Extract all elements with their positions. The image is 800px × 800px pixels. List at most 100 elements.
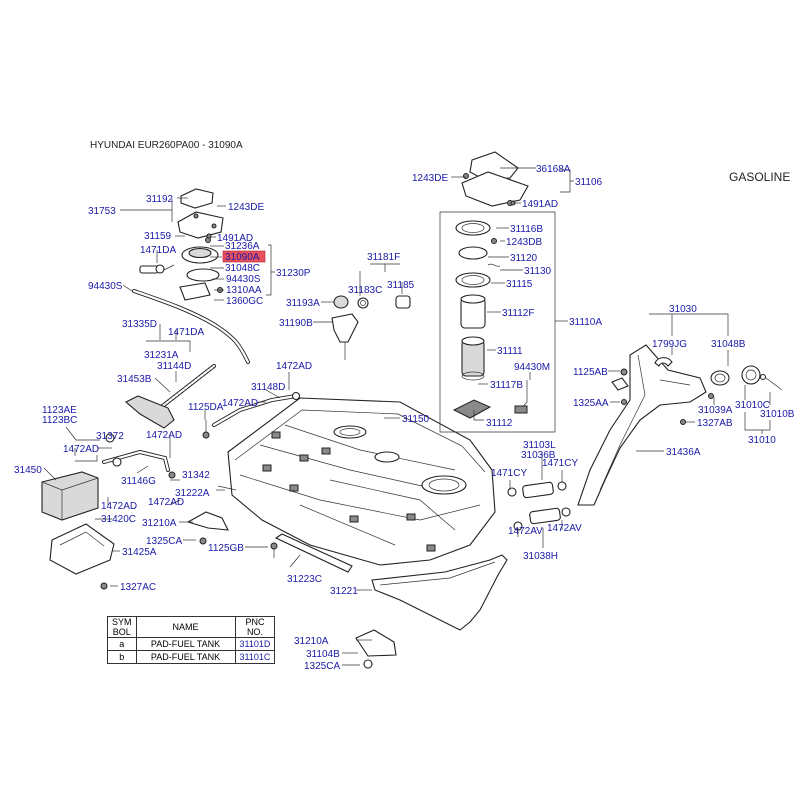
- part-label[interactable]: 31010: [748, 435, 776, 446]
- part-label[interactable]: 31112: [486, 418, 513, 429]
- part-label[interactable]: 31111: [497, 346, 523, 357]
- part-label[interactable]: 31010B: [760, 409, 795, 420]
- part-label[interactable]: 31183C: [348, 285, 382, 296]
- part-label[interactable]: 1799JG: [652, 339, 687, 350]
- part-label[interactable]: 31039A: [698, 405, 733, 416]
- part-label[interactable]: 94430M: [514, 362, 550, 373]
- part-label[interactable]: 31130: [524, 266, 552, 277]
- part-label[interactable]: 31193A: [286, 298, 320, 309]
- part-label[interactable]: 31342: [182, 470, 210, 481]
- tank-strap-31223C: [274, 533, 353, 573]
- part-label[interactable]: 31753: [88, 206, 116, 217]
- part-label[interactable]: 1325AA: [573, 398, 609, 409]
- part-label[interactable]: 1325CA: [146, 536, 182, 547]
- part-label[interactable]: 31106: [575, 177, 603, 188]
- part-label[interactable]: 1125GB: [208, 543, 244, 554]
- part-label[interactable]: 31103L: [523, 440, 556, 451]
- filler-gasket: [710, 370, 730, 386]
- part-label[interactable]: 1125DA: [188, 402, 224, 413]
- part-label[interactable]: 31372: [96, 431, 124, 442]
- part-label[interactable]: 1243DE: [412, 173, 448, 184]
- part-label[interactable]: 1471CY: [491, 468, 527, 479]
- part-label[interactable]: 1243DE: [228, 202, 264, 213]
- part-label[interactable]: 1472AV: [547, 523, 582, 534]
- part-label[interactable]: 31116B: [510, 224, 543, 235]
- part-label[interactable]: 31185: [387, 280, 415, 291]
- part-label[interactable]: 31436A: [666, 447, 701, 458]
- part-label-31090A[interactable]: 31090A: [225, 252, 260, 263]
- part-label[interactable]: 1327AC: [120, 582, 156, 593]
- filler-cap-31010: [741, 365, 783, 391]
- part-label[interactable]: 31236A: [225, 241, 260, 252]
- part-label[interactable]: 1472AD: [222, 398, 258, 409]
- part-label[interactable]: 31159: [144, 231, 172, 242]
- part-label[interactable]: 1472AD: [101, 501, 137, 512]
- part-label[interactable]: 31223C: [287, 574, 322, 585]
- part-label[interactable]: 31036B: [521, 450, 556, 461]
- part-label[interactable]: 31038H: [523, 551, 558, 562]
- part-label[interactable]: 1472AD: [63, 444, 99, 455]
- part-label[interactable]: 1472AD: [148, 497, 184, 508]
- part-label[interactable]: 1491AD: [522, 199, 558, 210]
- part-label[interactable]: 31222A: [175, 488, 210, 499]
- part-label[interactable]: 31048C: [225, 263, 260, 274]
- leader-lines: [43, 167, 771, 666]
- bolt-31039A: [708, 393, 714, 399]
- part-label[interactable]: 1491AD: [217, 233, 253, 244]
- part-label[interactable]: 94430S: [226, 274, 261, 285]
- bolt-1125AB: [611, 368, 629, 391]
- part-label[interactable]: 31010C: [735, 400, 770, 411]
- part-label[interactable]: 94430S: [88, 281, 123, 292]
- part-label[interactable]: 31450: [14, 465, 42, 476]
- part-label[interactable]: 31231A: [144, 350, 179, 361]
- part-label[interactable]: 31190B: [279, 318, 313, 329]
- part-label[interactable]: 36168A: [536, 164, 571, 175]
- part-label[interactable]: 31112F: [502, 308, 534, 319]
- part-label[interactable]: 1471DA: [168, 327, 204, 338]
- part-label[interactable]: 1243DB: [506, 237, 542, 248]
- part-label[interactable]: 31230P: [276, 268, 311, 279]
- bolt-1327AC: [100, 582, 108, 590]
- part-label[interactable]: 1310AA: [226, 285, 262, 296]
- pnc-link[interactable]: 31101D: [234, 637, 276, 651]
- part-label[interactable]: 31181F: [367, 252, 400, 263]
- part-label[interactable]: 31120: [510, 253, 538, 264]
- part-label[interactable]: 31148D: [251, 382, 285, 393]
- part-label[interactable]: 31453B: [117, 374, 152, 385]
- part-label[interactable]: 31420C: [101, 514, 136, 525]
- table-row: a PAD-FUEL TANK 31101D: [107, 637, 276, 651]
- part-label[interactable]: 31192: [146, 194, 174, 205]
- part-label[interactable]: 31425A: [122, 547, 157, 558]
- pump-filter-31112F: [460, 294, 486, 329]
- part-label[interactable]: 31146G: [121, 476, 156, 487]
- part-label[interactable]: 31117B: [490, 380, 523, 391]
- part-label[interactable]: 1472AV: [508, 526, 543, 537]
- part-label[interactable]: 1360GC: [226, 296, 263, 307]
- part-label[interactable]: 1472AD: [276, 361, 312, 372]
- part-label[interactable]: 31144D: [157, 361, 191, 372]
- part-label[interactable]: 31030: [669, 304, 697, 315]
- part-label[interactable]: 31210A: [142, 518, 177, 529]
- part-label[interactable]: 31335D: [122, 319, 157, 330]
- part-label[interactable]: 1123BC: [42, 415, 77, 426]
- pump-gasket-31116B: [455, 220, 491, 236]
- part-label[interactable]: 31104B: [306, 649, 340, 660]
- part-label[interactable]: 1327AB: [697, 418, 733, 429]
- part-label[interactable]: 31048B: [711, 339, 746, 350]
- part-label[interactable]: 1471CY: [542, 458, 578, 469]
- part-label[interactable]: 31110A: [569, 317, 602, 328]
- part-label[interactable]: 31115: [506, 279, 533, 290]
- part-label[interactable]: 31221: [330, 586, 358, 597]
- part-label[interactable]: 1325CA: [304, 661, 340, 672]
- part-label[interactable]: 1123AE: [42, 405, 77, 416]
- part-label[interactable]: 31210A: [294, 636, 329, 647]
- part-label[interactable]: 1472AD: [146, 430, 182, 441]
- part-label[interactable]: 1125AB: [573, 367, 608, 378]
- pnc-link[interactable]: 31101C: [234, 650, 276, 664]
- part-label[interactable]: 1471DA: [140, 245, 176, 256]
- part-labels: 36168A 1243DE 31106 1491AD 31192 31753 1…: [14, 164, 795, 672]
- part-label[interactable]: 31150: [402, 414, 430, 425]
